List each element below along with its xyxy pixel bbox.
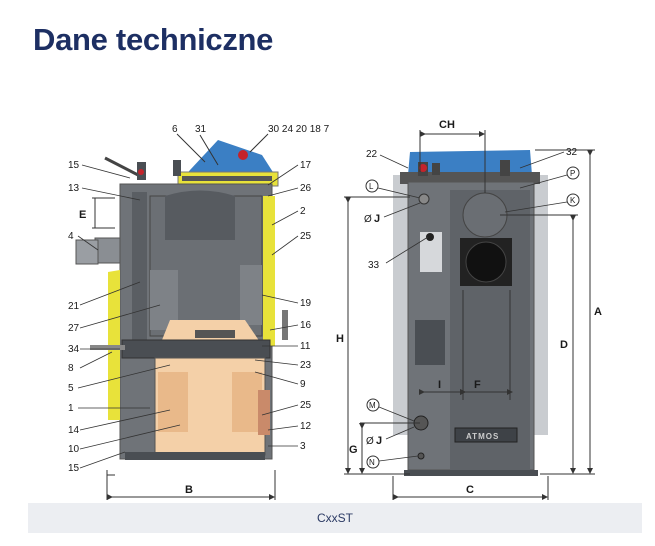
label-6: 6	[172, 124, 178, 135]
label-k: K	[570, 196, 576, 205]
label-l: L	[369, 182, 374, 191]
label-j-top: J	[374, 213, 380, 225]
model-caption-bar: CxxST	[28, 503, 642, 533]
dimension-i-label: I	[438, 379, 441, 391]
technical-drawing: B 6 31 30 24 20 18 7 15 13 E 4	[68, 119, 602, 500]
dimension-ch-label: CH	[439, 119, 455, 131]
page-title: Dane techniczne	[33, 22, 274, 57]
label-25-bottom: 25	[300, 400, 312, 411]
label-23: 23	[300, 360, 312, 371]
label-8: 8	[68, 363, 74, 374]
dimension-h-label: H	[336, 333, 344, 345]
label-14: 14	[68, 425, 80, 436]
label-27: 27	[68, 323, 80, 334]
label-3: 3	[300, 441, 306, 452]
label-34: 34	[68, 344, 80, 355]
label-15-top: 15	[68, 160, 80, 171]
label-4: 4	[68, 231, 74, 242]
label-13: 13	[68, 183, 80, 194]
label-m: M	[369, 401, 376, 410]
label-12: 12	[300, 421, 312, 432]
side-view: B 6 31 30 24 20 18 7 15 13 E 4	[68, 124, 330, 500]
label-32: 32	[566, 147, 578, 158]
label-5: 5	[68, 383, 74, 394]
phi-j-bottom: Ø	[366, 436, 374, 447]
label-j-bottom: J	[376, 435, 382, 447]
label-n: N	[369, 458, 375, 467]
dimension-c-label: C	[466, 484, 474, 496]
front-view: ATMOS CH H G A D	[336, 119, 602, 500]
label-2: 2	[300, 206, 306, 217]
label-1: 1	[68, 403, 74, 414]
dimension-d-label: D	[560, 339, 568, 351]
dimension-a-label: A	[594, 306, 602, 318]
label-22: 22	[366, 149, 378, 160]
label-25-top: 25	[300, 231, 312, 242]
dimension-g-label: G	[349, 444, 358, 456]
label-11: 11	[300, 341, 311, 352]
label-21: 21	[68, 301, 80, 312]
dimension-e-label: E	[79, 209, 86, 221]
dimension-b-label: B	[185, 484, 193, 496]
label-10: 10	[68, 444, 80, 455]
label-31: 31	[195, 124, 207, 135]
label-16: 16	[300, 320, 312, 331]
dimension-f-label: F	[474, 379, 481, 391]
label-p: P	[570, 169, 575, 178]
label-9: 9	[300, 379, 306, 390]
label-33: 33	[368, 260, 380, 271]
label-30-24-20-18-7: 30 24 20 18 7	[268, 124, 330, 135]
phi-j-top: Ø	[364, 214, 372, 225]
atmos-plate-text: ATMOS	[466, 432, 499, 441]
model-label: CxxST	[317, 511, 353, 525]
label-17: 17	[300, 160, 312, 171]
label-15-bottom: 15	[68, 463, 80, 474]
label-19: 19	[300, 298, 312, 309]
label-26: 26	[300, 183, 312, 194]
